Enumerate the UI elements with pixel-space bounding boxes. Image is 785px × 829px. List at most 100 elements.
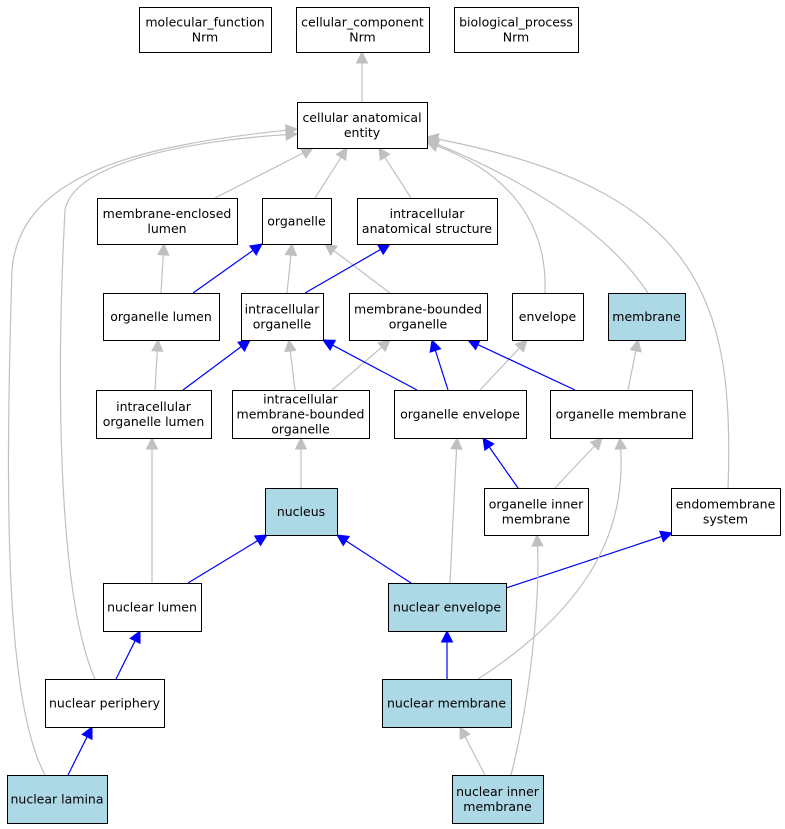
edge-cellular-anatomical-entity-to-cellular-component [355, 50, 369, 102]
node-organelle-membrane[interactable]: organelle membrane [550, 390, 693, 439]
node-label: membrane-enclosed [103, 206, 232, 221]
arrowhead-icon [376, 243, 391, 256]
edge-line [449, 448, 458, 584]
node-box [394, 390, 527, 439]
edge-line [510, 545, 539, 776]
node-label: lumen [147, 221, 186, 236]
node-label: nuclear membrane [387, 696, 506, 711]
node-organelle-envelope[interactable]: organelle envelope [394, 390, 527, 439]
node-box [388, 583, 507, 632]
node-envelope[interactable]: envelope [512, 293, 584, 341]
node-label: organelle membrane [556, 407, 687, 422]
arrowhead-icon [248, 243, 263, 256]
node-label: anatomical structure [362, 221, 492, 236]
edge-nucleus-to-intracellular-membrane-bounded-organelle [294, 436, 308, 488]
arrowhead-icon [335, 147, 348, 162]
node-label: membrane-bounded [237, 407, 365, 422]
edge-nuclear-membrane-to-nuclear-envelope [440, 629, 454, 679]
edge-line [331, 346, 383, 391]
node-box [454, 7, 579, 53]
node-box [512, 293, 584, 341]
node-label: endomembrane [676, 497, 776, 512]
arrowhead-icon [589, 437, 603, 451]
arrowhead-icon [322, 339, 337, 351]
node-label: nuclear inner [456, 784, 540, 799]
node-box [484, 488, 589, 536]
edge-organelle-envelope-to-envelope [479, 339, 528, 391]
node-box [139, 7, 272, 53]
arrowhead-icon [531, 533, 544, 547]
node-label: organelle inner [489, 497, 584, 512]
node-box [241, 293, 324, 341]
edge-intracellular-membrane-bounded-organelle-to-membrane-bounded-organelle [331, 339, 391, 391]
node-label: organelle envelope [400, 407, 520, 422]
edge-line [477, 448, 622, 680]
node-box [262, 198, 332, 245]
node-organelle[interactable]: organelle [262, 198, 332, 245]
edge-line [477, 344, 576, 391]
node-nuclear-lumen[interactable]: nuclear lumen [103, 583, 202, 632]
edge-membrane-bounded-organelle-to-organelle [324, 243, 391, 294]
edge-nuclear-envelope-to-organelle-envelope [449, 436, 463, 584]
node-label: intracellular [390, 206, 466, 221]
edge-line [154, 350, 158, 391]
arrowhead-icon [466, 339, 482, 351]
arrowhead-icon [629, 338, 642, 353]
edge-line [554, 445, 595, 489]
edge-line [59, 134, 287, 680]
edge-line [192, 249, 254, 294]
edge-line [627, 350, 637, 391]
arrowhead-icon [482, 437, 495, 452]
edge-intracellular-organelle-lumen-to-intracellular-organelle [182, 339, 251, 391]
edge-line [437, 138, 730, 489]
node-label: intracellular [263, 392, 339, 407]
node-label: organelle [267, 214, 326, 229]
node-nuclear-membrane[interactable]: nuclear membrane [382, 679, 512, 728]
node-label: nuclear periphery [49, 696, 161, 711]
edge-nuclear-lumen-to-intracellular-organelle-lumen [145, 436, 159, 583]
node-nuclear-periphery[interactable]: nuclear periphery [45, 679, 165, 728]
arrowhead-icon [145, 436, 159, 450]
edge-nuclear-inner-membrane-to-organelle-inner-membrane [510, 533, 544, 776]
edge-organelle-inner-membrane-to-organelle-membrane [554, 437, 603, 489]
node-label: cellular anatomical [302, 110, 421, 125]
node-box [232, 390, 370, 439]
node-organelle-lumen[interactable]: organelle lumen [103, 293, 220, 341]
node-label: membrane [612, 309, 681, 324]
edge-line [437, 145, 546, 294]
arrowhead-icon [151, 338, 164, 352]
edge-nuclear-lamina-to-nuclear-periphery [67, 725, 93, 776]
node-label: organelle lumen [110, 309, 212, 324]
edge-line [214, 152, 304, 199]
node-nuclear-envelope[interactable]: nuclear envelope [388, 583, 507, 632]
node-nucleus[interactable]: nucleus [265, 488, 338, 536]
node-label: membrane-bounded [354, 302, 482, 317]
arrowhead-icon [336, 534, 351, 547]
node-nuclear-lamina[interactable]: nuclear lamina [7, 775, 108, 824]
arrowhead-icon [324, 243, 338, 256]
node-box [357, 198, 498, 245]
node-membrane[interactable]: membrane [608, 293, 686, 341]
arrowhead-icon [129, 629, 141, 645]
arrowhead-icon [440, 629, 454, 643]
edge-line [187, 540, 258, 584]
node-box [452, 775, 544, 824]
edge-organelle-to-cellular-anatomical-entity [314, 147, 348, 199]
edge-line [436, 143, 649, 294]
node-label: intracellular [245, 302, 321, 317]
node-label: nuclear envelope [393, 600, 501, 615]
node-box [7, 775, 108, 824]
